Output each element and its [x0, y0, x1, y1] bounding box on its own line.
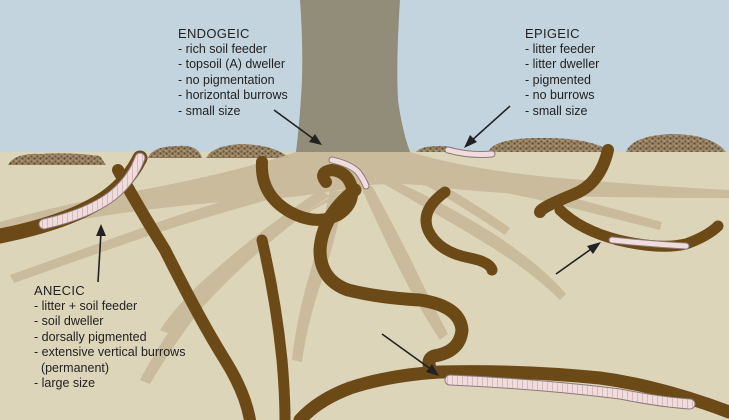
right-worm-arrow: [555, 242, 601, 275]
endogeic-arrow: [273, 109, 322, 145]
endogeic-burrow: [313, 183, 469, 379]
earthworms: [38, 146, 696, 410]
epigeic-traits: - litter feeder - litter dweller - pigme…: [525, 42, 599, 120]
endogeic-worm: [328, 156, 370, 190]
anecic-arrow: [96, 224, 106, 283]
tree-trunk: [296, 0, 410, 152]
anecic-traits: - litter + soil feeder - soil dweller - …: [34, 299, 185, 392]
trait-item: - no burrows: [525, 88, 595, 102]
trait-item: - no pigmentation: [178, 72, 275, 87]
trait-item: - small size: [525, 103, 588, 118]
endogeic-label: ENDOGEIC - rich soil feeder - topsoil (A…: [178, 26, 288, 119]
epigeic-worm: [444, 146, 496, 158]
bottom-worm-arrow: [381, 333, 439, 376]
trait-item: - horizontal burrows: [178, 88, 288, 102]
trait-item: - rich soil feeder: [178, 41, 267, 56]
trait-item: - litter + soil feeder: [34, 298, 138, 313]
anecic-label: ANECIC - litter + soil feeder - soil dwe…: [34, 283, 185, 392]
trait-item: - litter dweller: [525, 57, 600, 71]
anecic-title: ANECIC: [34, 283, 85, 298]
trait-item: - large size: [34, 376, 96, 390]
trait-item: - pigmented: [525, 72, 592, 87]
endogeic-title: ENDOGEIC: [178, 26, 250, 41]
trait-item: - topsoil (A) dweller: [178, 57, 285, 71]
epigeic-title: EPIGEIC: [525, 26, 580, 41]
anecic-burrow-right: [534, 144, 614, 218]
litter-layer: [8, 134, 726, 165]
burrow-bottom: [293, 365, 729, 420]
trait-item: - dorsally pigmented: [34, 329, 147, 344]
pointer-arrows: [96, 105, 601, 376]
anecic-worm-bottom: [444, 374, 696, 410]
endogeic-traits: - rich soil feeder - topsoil (A) dweller…: [178, 42, 288, 120]
epigeic-arrow: [464, 105, 511, 148]
burrow-trunk-loop: [255, 156, 359, 226]
burrow-bottom-left: [256, 234, 291, 420]
anecic-worm-left: [38, 152, 146, 230]
burrow-center-right: [420, 186, 498, 276]
trait-item: (permanent): [34, 360, 110, 375]
trait-item: - soil dweller: [34, 314, 104, 328]
anecic-burrow-long: [112, 164, 256, 420]
trait-item: - extensive vertical burrows: [34, 345, 186, 359]
endogeic-worm-right: [608, 236, 690, 250]
trait-item: - small size: [178, 103, 241, 118]
trait-item: - litter feeder: [525, 41, 596, 56]
epigeic-label: EPIGEIC - litter feeder - litter dweller…: [525, 26, 599, 119]
